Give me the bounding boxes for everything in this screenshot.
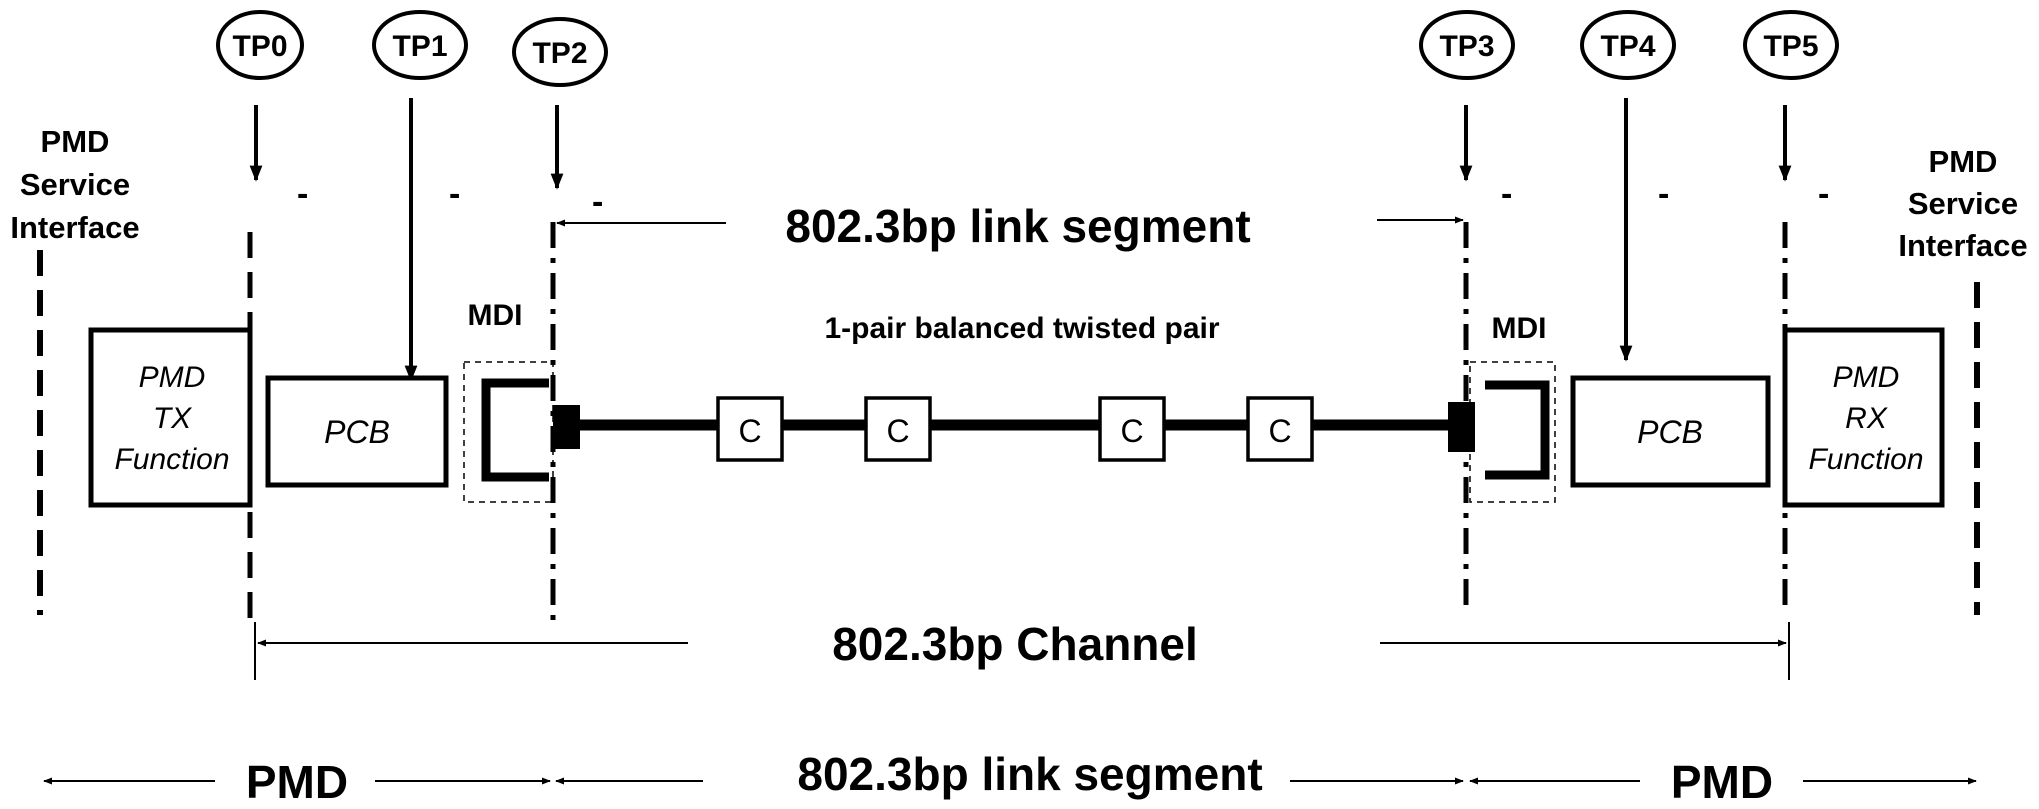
top-link-segment: 802.3bp link segment	[556, 200, 1464, 252]
tx-line: TX	[153, 402, 192, 435]
left-service-interface-label: PMD Service Interface	[10, 124, 139, 245]
link-segment-top-label: 802.3bp link segment	[785, 200, 1250, 252]
connector-c: C	[1098, 396, 1166, 462]
twisted-pair-cable: 1-pair balanced twisted pair	[580, 312, 1448, 431]
connector-label: C	[886, 413, 909, 449]
dash-mark: -	[297, 175, 308, 213]
tx-line: PMD	[139, 361, 206, 394]
test-point-tp0: TP0	[216, 10, 304, 80]
pcb-right-label: PCB	[1637, 414, 1703, 450]
connector-c: C	[1246, 396, 1314, 462]
tp0-label: TP0	[232, 30, 287, 63]
label-line: Service	[20, 167, 130, 202]
tp2-label: TP2	[532, 37, 587, 70]
pmd-tx-function-box: PMD TX Function	[88, 327, 253, 508]
bottom-span-row: PMD 802.3bp link segment PMD	[43, 748, 1977, 808]
pcb-right-box: PCB	[1570, 375, 1771, 488]
tp3-label: TP3	[1439, 30, 1494, 63]
dash-mark: -	[1818, 175, 1829, 213]
dash-mark: -	[1658, 175, 1669, 213]
pmd-left-label: PMD	[246, 756, 348, 808]
connector-label: C	[738, 413, 761, 449]
test-point-tp5: TP5	[1743, 10, 1839, 80]
mdi-right-connector	[1448, 361, 1556, 503]
connector-c: C	[864, 396, 932, 462]
tp5-label: TP5	[1763, 30, 1818, 63]
mdi-left-connector	[463, 361, 580, 503]
right-service-interface-label: PMD Service Interface	[1898, 144, 2027, 263]
label-line: Interface	[1898, 228, 2027, 263]
mdi-right-label: MDI	[1492, 312, 1547, 345]
tp1-label: TP1	[392, 30, 447, 63]
label-line: PMD	[41, 124, 110, 159]
test-point-tp3: TP3	[1419, 10, 1515, 80]
pmd-rx-function-box: PMD RX Function	[1782, 327, 1945, 508]
link-segment-bottom-label: 802.3bp link segment	[797, 748, 1262, 800]
rx-line: Function	[1808, 443, 1923, 476]
connector-label: C	[1268, 413, 1291, 449]
tx-line: Function	[114, 443, 229, 476]
dash-marks: - - - - - -	[297, 175, 1829, 221]
cable-label: 1-pair balanced twisted pair	[824, 312, 1219, 345]
dash-mark: -	[592, 183, 603, 221]
label-line: PMD	[1929, 144, 1998, 179]
channel-label: 802.3bp Channel	[832, 618, 1198, 670]
rx-line: PMD	[1833, 361, 1900, 394]
connector-label: C	[1120, 413, 1143, 449]
test-point-tp4: TP4	[1580, 10, 1676, 80]
test-point-arrows	[249, 98, 1792, 382]
pmd-right-label: PMD	[1671, 756, 1773, 808]
test-point-tp1: TP1	[372, 10, 468, 80]
tp4-label: TP4	[1600, 30, 1655, 63]
pcb-left-label: PCB	[324, 414, 390, 450]
dash-mark: -	[1501, 175, 1512, 213]
channel-span: 802.3bp Channel	[254, 618, 1790, 680]
pcb-left-box: PCB	[265, 375, 449, 488]
connector-c: C	[716, 396, 784, 462]
rx-line: RX	[1845, 402, 1888, 435]
label-line: Service	[1908, 186, 2018, 221]
test-point-tp2: TP2	[512, 17, 608, 87]
label-line: Interface	[10, 210, 139, 245]
dash-mark: -	[449, 175, 460, 213]
mdi-left-label: MDI	[468, 299, 523, 332]
